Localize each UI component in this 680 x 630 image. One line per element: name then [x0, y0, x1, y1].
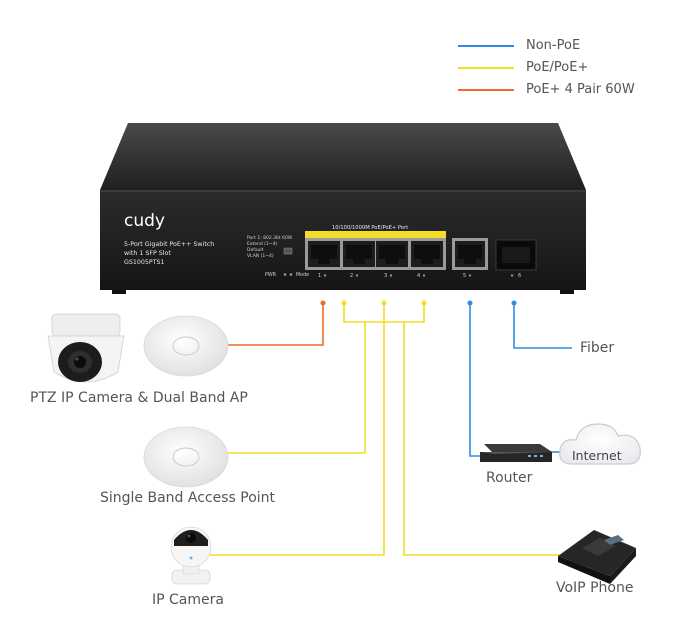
mode-label: Mode [296, 272, 309, 278]
single-band-ap-icon [143, 426, 229, 488]
legend-label: PoE+ 4 Pair 60W [526, 82, 635, 97]
port-dot [467, 300, 473, 306]
legend-item-non-poe: Non-PoE [458, 38, 580, 53]
mode-line: Default [247, 247, 264, 253]
cable-poe-single-ap [228, 322, 366, 454]
port-dot [421, 300, 427, 306]
brand-logo: cudy [124, 211, 165, 231]
rj45-port-2[interactable] [343, 241, 375, 267]
fiber-label: Fiber [580, 340, 615, 356]
internet-label: Internet [572, 448, 622, 463]
port-led [389, 274, 393, 277]
rj45-port-1[interactable] [308, 241, 340, 267]
model-line2: with 1 SFP Slot [124, 250, 171, 257]
pwr-label: PWR [265, 272, 277, 278]
port-number: 4 [417, 273, 420, 279]
voip-phone-icon [558, 530, 636, 584]
rj45-port-4[interactable] [411, 241, 443, 267]
legend-item-poe: PoE/PoE+ [458, 60, 588, 75]
internet-cloud-icon [559, 423, 641, 465]
ptz-camera-icon [47, 313, 125, 383]
router-label: Router [486, 470, 533, 486]
port-led [510, 274, 514, 277]
mode-line: Port 1: 802.3bt 60W [247, 235, 293, 241]
cable-non-poe-fiber [513, 303, 572, 349]
switch-foot [112, 290, 126, 294]
legend-swatch-yellow [458, 66, 514, 69]
router-icon [480, 444, 552, 462]
switch-foot [560, 290, 574, 294]
port-number: 5 [463, 273, 466, 279]
port-dot [381, 300, 387, 306]
port-dot [341, 300, 347, 306]
port-led [355, 274, 359, 277]
cable-non-poe-router [469, 303, 480, 457]
ptz-ap-label: PTZ IP Camera & Dual Band AP [30, 390, 248, 406]
cable-poe-ip-camera [210, 322, 385, 556]
poe-strip-label: 10/100/1000M PoE/PoE+ Port [332, 225, 408, 231]
cable-poe-voip [403, 322, 560, 556]
legend-label: Non-PoE [526, 38, 581, 53]
sfp-port-6[interactable] [495, 239, 537, 271]
mode-line: Extend (1~4) [247, 241, 277, 247]
pwr-led [283, 273, 287, 276]
cable-poe-60w [228, 303, 324, 346]
ip-camera-label: IP Camera [152, 592, 224, 608]
legend-item-poe-60w: PoE+ 4 Pair 60W [458, 82, 635, 97]
legend-swatch-blue [458, 44, 514, 47]
port-led [422, 274, 426, 277]
port-dot [511, 300, 517, 306]
mode-led [289, 273, 293, 276]
port-number: 1 [318, 273, 321, 279]
mode-line: VLAN (1~4) [247, 253, 274, 259]
port-number: 6 [518, 273, 521, 279]
mode-switch[interactable] [283, 247, 293, 255]
port-led [468, 274, 472, 277]
port-led [323, 274, 327, 277]
poe-switch: cudy 5-Port Gigabit PoE++ Switch with 1 … [100, 123, 586, 294]
voip-label: VoIP Phone [556, 580, 634, 596]
switch-top [100, 123, 586, 190]
single-ap-label: Single Band Access Point [100, 490, 276, 506]
legend-swatch-orange [458, 88, 514, 91]
poe-strip [305, 231, 446, 238]
legend-label: PoE/PoE+ [526, 60, 589, 75]
ip-camera-icon [170, 526, 212, 585]
dual-band-ap-icon [143, 315, 229, 377]
model-line1: 5-Port Gigabit PoE++ Switch [124, 241, 214, 248]
port-number: 2 [350, 273, 353, 279]
rj45-port-3[interactable] [376, 241, 408, 267]
rj45-port-5[interactable] [452, 238, 488, 270]
switch-front-edge [100, 190, 586, 192]
port-number: 3 [384, 273, 387, 279]
model-code: GS1005PTS1 [124, 259, 165, 266]
port-dot [320, 300, 326, 306]
